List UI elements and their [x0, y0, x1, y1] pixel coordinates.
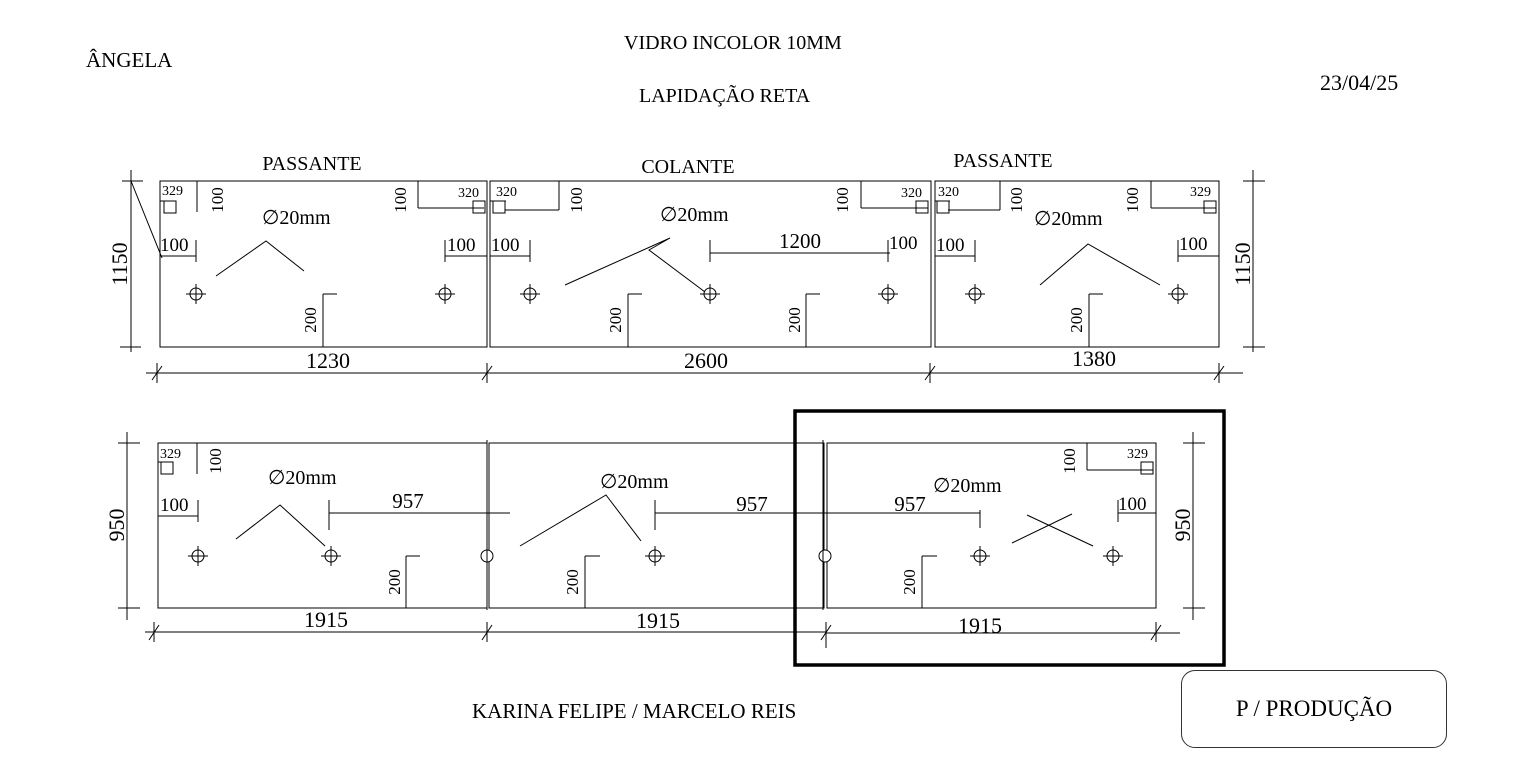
p4-hole-dia: ∅20mm: [268, 467, 337, 489]
p3-corner-left: 320: [938, 185, 959, 200]
panel-2-type: COLANTE: [641, 156, 734, 178]
p4-edge-left: 100: [160, 495, 189, 516]
drawing-date: 23/04/25: [1320, 70, 1399, 95]
p5-bottom-offset: 200: [563, 569, 582, 595]
p4-top-left: 100: [206, 448, 225, 474]
panel-2-width: 2600: [684, 348, 728, 373]
p3-corner-right: 329: [1190, 185, 1211, 200]
finish-spec: LAPIDAÇÃO RETA: [639, 85, 811, 107]
p2-edge-left: 100: [491, 235, 520, 256]
client-names: KARINA FELIPE / MARCELO REIS: [472, 699, 797, 723]
p4-hole-right: [321, 546, 341, 566]
p3-bottom-offset: 200: [1067, 307, 1086, 333]
p3-top-left: 100: [1007, 187, 1026, 213]
p1-corner-right: 320: [458, 186, 479, 201]
panel-4-width: 1915: [304, 607, 348, 632]
p1-edge-left: 100: [160, 235, 189, 256]
p3-hole-right: [1168, 284, 1188, 304]
p3-top-right: 100: [1123, 187, 1142, 213]
p4-bottom-offset: 200: [385, 569, 404, 595]
p6-hole-dia: ∅20mm: [933, 475, 1002, 497]
p6-top-right: 100: [1060, 448, 1079, 474]
p5-hole-dia: ∅20mm: [600, 471, 669, 493]
p1-hole-right: [435, 284, 455, 304]
row1: 1150 1150 1230 2600 1380 PASSANTE COLANT…: [107, 150, 1265, 383]
p2-bottom-offset-right: 200: [785, 307, 804, 333]
p1-corner-left: 329: [162, 184, 183, 199]
p1-edge-right: 100: [447, 235, 476, 256]
p1-top-right: 100: [391, 187, 410, 213]
panel-5-outline: [488, 442, 825, 609]
row1-height-left: 1150: [107, 242, 132, 285]
panel-3-outline: [934, 180, 1220, 348]
row2-height-right: 950: [1170, 509, 1195, 542]
panel-6-outline: [826, 442, 1157, 609]
p2-edge-right: 100: [889, 233, 918, 254]
row2: 950 950 1915 1915 1915 329 100 100 957 ∅…: [104, 432, 1205, 648]
p4-corner-left: 329: [160, 447, 181, 462]
row1-height-right: 1150: [1230, 242, 1255, 285]
p1-top-left: 100: [208, 187, 227, 213]
p6-hole-left: [970, 546, 990, 566]
p6-bottom-offset: 200: [900, 569, 919, 595]
p3-hole-left: [965, 284, 985, 304]
p2-hole-dia: ∅20mm: [660, 204, 729, 226]
p2-hole-spacing: 1200: [779, 229, 821, 253]
p2-hole-left: [520, 284, 540, 304]
p1-hole-dia: ∅20mm: [262, 207, 331, 229]
p1-bottom-offset: 200: [301, 307, 320, 333]
joint-2: [818, 440, 832, 610]
client-name: ÂNGELA: [86, 48, 173, 72]
p2-top-left: 100: [567, 187, 586, 213]
p3-edge-left: 100: [936, 235, 965, 256]
p2-corner-right: 320: [901, 186, 922, 201]
p3-hole-dia: ∅20mm: [1034, 208, 1103, 230]
material-spec: VIDRO INCOLOR 10MM: [624, 32, 842, 54]
panel-3-width: 1380: [1072, 346, 1116, 371]
highlight-box: [793, 409, 1226, 667]
panel-1-type: PASSANTE: [262, 153, 361, 175]
p5-hole-spacing: 957: [736, 492, 768, 516]
panel-3-type: PASSANTE: [953, 150, 1052, 172]
panel-6-width: 1915: [958, 613, 1002, 638]
row2-height-left: 950: [104, 509, 129, 542]
production-stamp-label: P / PRODUÇÃO: [1235, 696, 1393, 721]
panel-5-width: 1915: [636, 608, 680, 633]
joint-1: [480, 440, 494, 610]
panel-2-outline: [489, 180, 932, 348]
p3-edge-right: 100: [1179, 234, 1208, 255]
p2-top-right: 100: [833, 187, 852, 213]
p6-hole-right: [1103, 546, 1123, 566]
p2-corner-left: 320: [496, 185, 517, 200]
p2-hole-mid: [700, 284, 720, 304]
p6-hole-spacing: 957: [894, 492, 926, 516]
p5-hole: [645, 546, 665, 566]
p4-hole-spacing: 957: [392, 489, 424, 513]
p6-edge-right: 100: [1118, 494, 1147, 515]
p2-hole-right: [878, 284, 898, 304]
production-stamp: P / PRODUÇÃO: [1181, 670, 1447, 748]
panel-1-width: 1230: [306, 348, 350, 373]
p2-bottom-offset-left: 200: [606, 307, 625, 333]
p4-hole-left: [188, 546, 208, 566]
p1-hole-left: [186, 284, 206, 304]
p6-corner-right: 329: [1127, 447, 1148, 462]
